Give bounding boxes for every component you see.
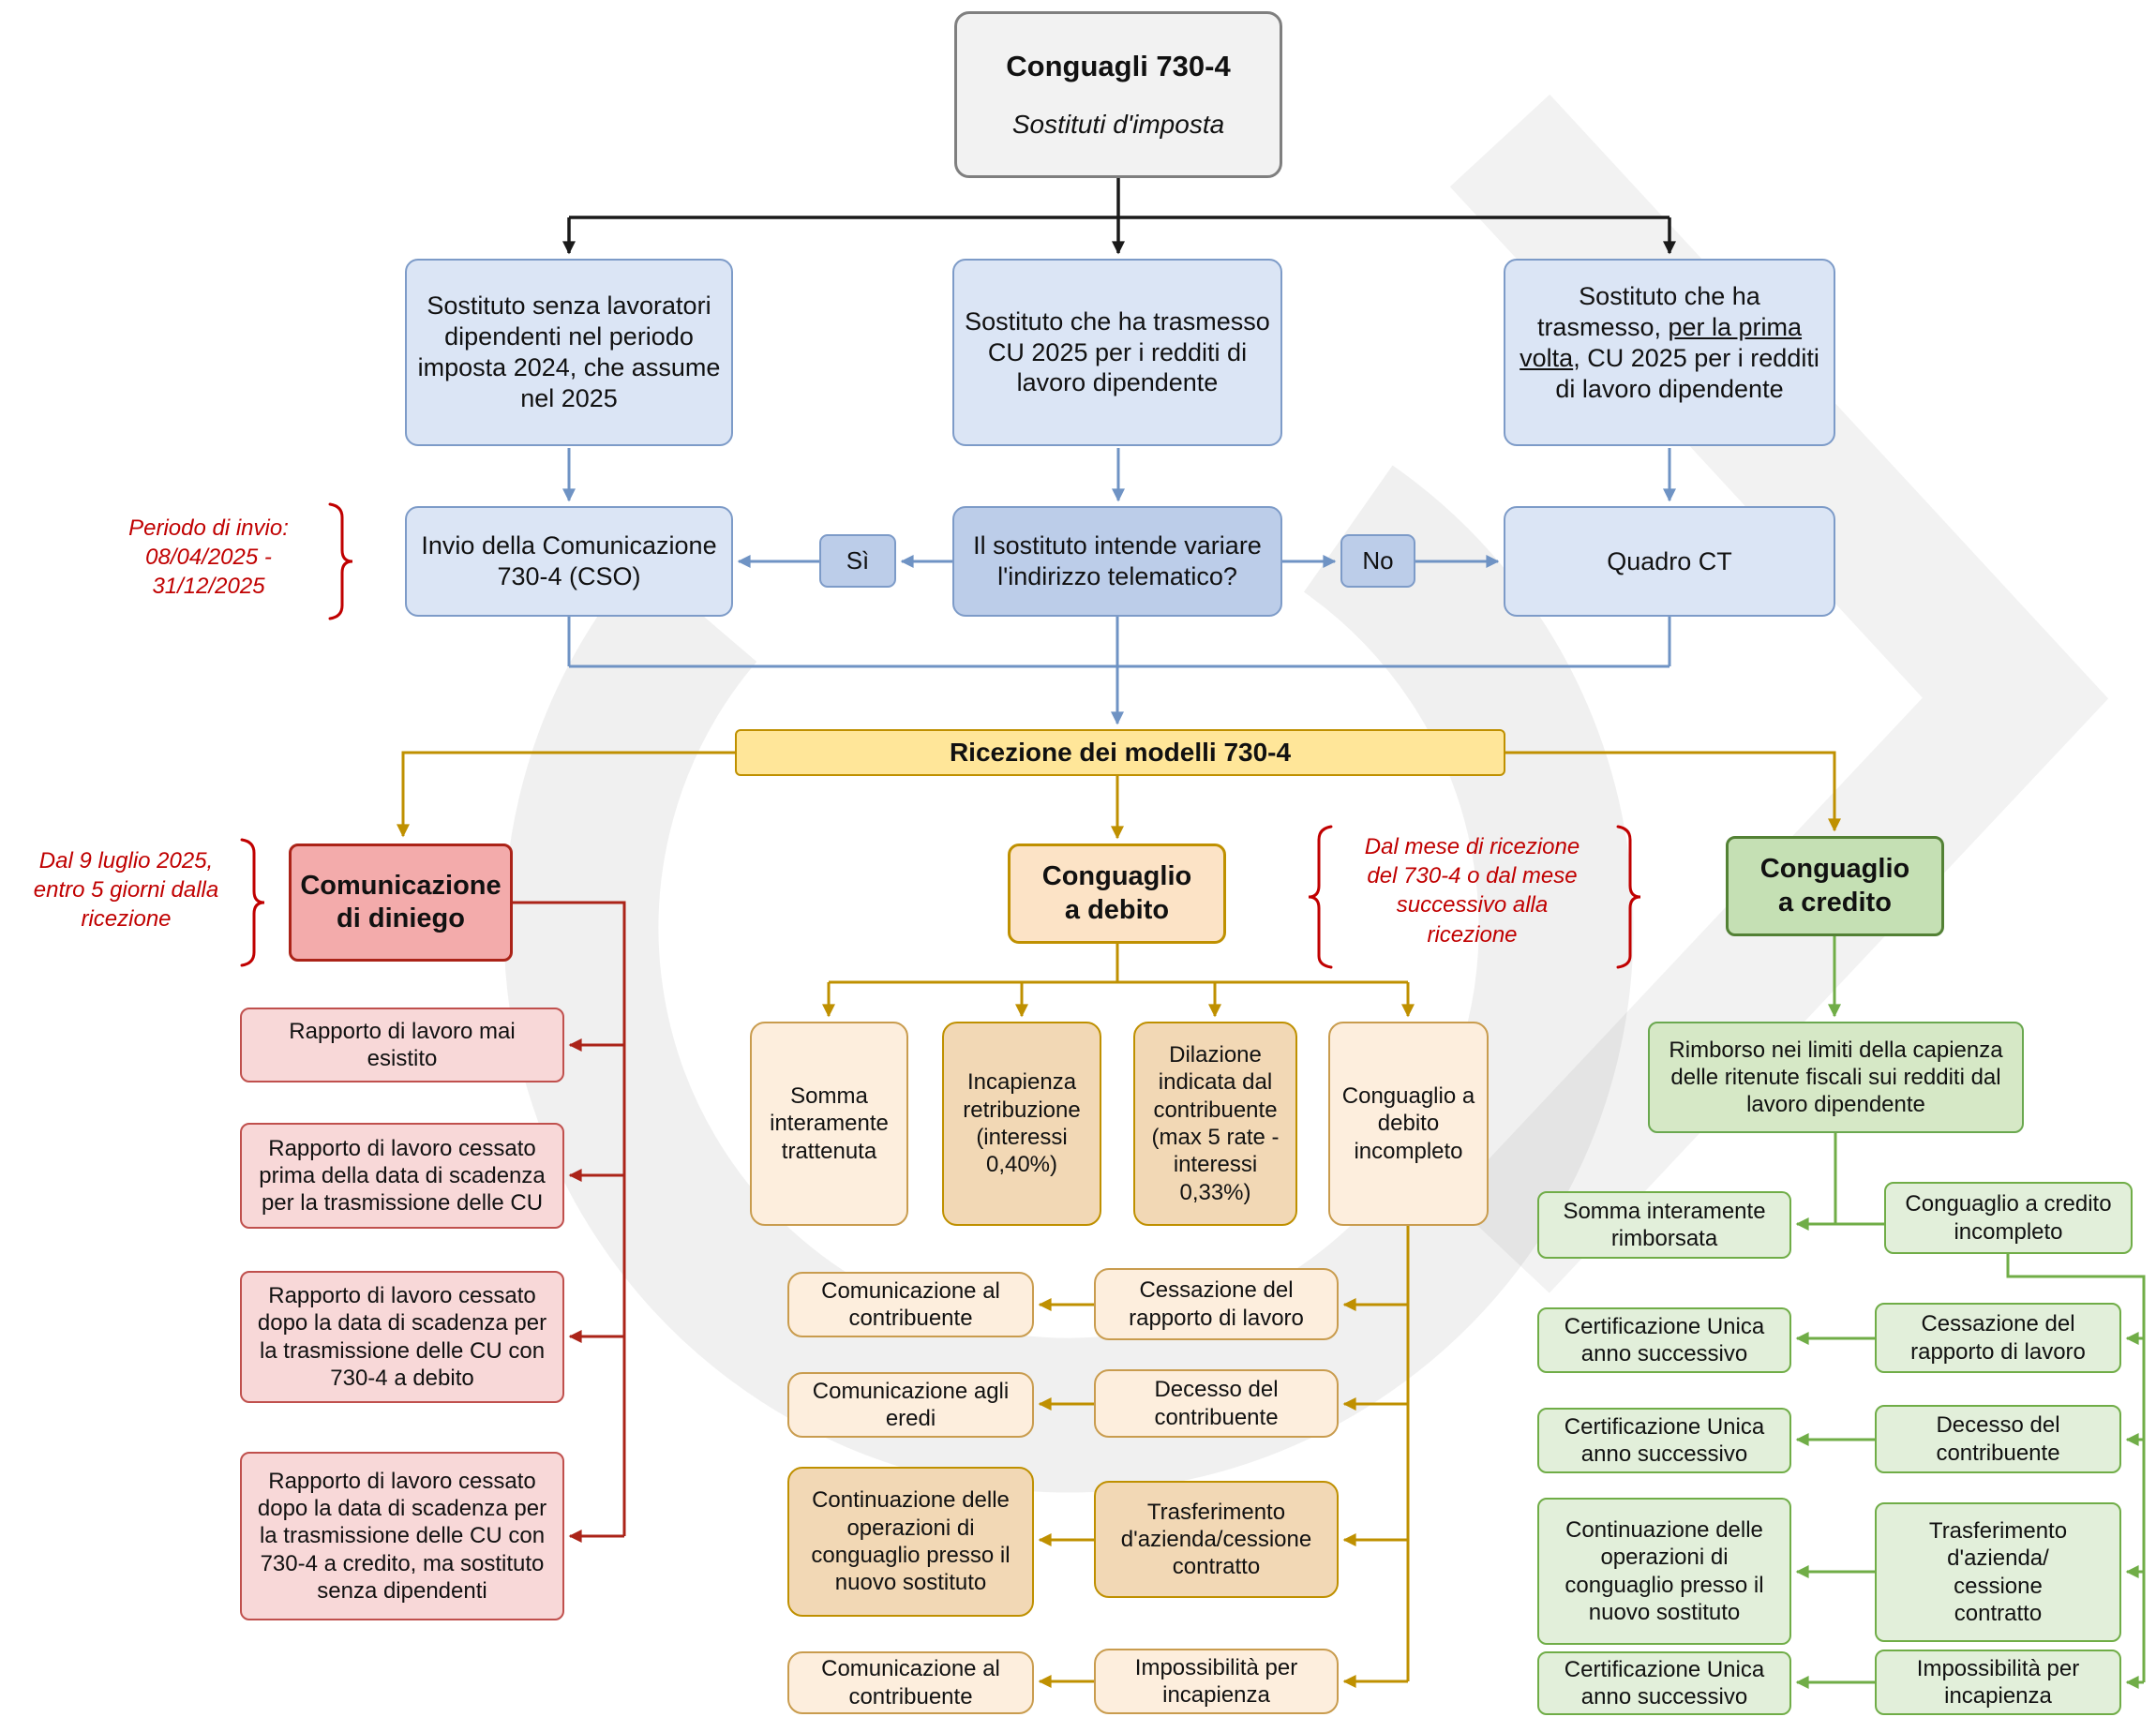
prima-volta-underlined: per la prima volta bbox=[1520, 312, 1803, 372]
diniego-item: Rapporto di lavoro mai esistito bbox=[240, 1008, 564, 1082]
debito-option: Conguaglio a debito incompleto bbox=[1328, 1022, 1489, 1226]
prima-volta-pre: Sostituto che ha trasmesso, bbox=[1536, 282, 1760, 341]
debito-option: Dilazione indicata dal contribuente (max… bbox=[1133, 1022, 1297, 1226]
debito-option: Incapienza retribuzione (interessi 0,40%… bbox=[942, 1022, 1101, 1226]
credito-action: Certificazione Unica anno successivo bbox=[1537, 1408, 1791, 1473]
title-subheading: Sostituti d'imposta bbox=[1011, 109, 1225, 139]
diniego-item: Rapporto di lavoro cessato dopo la data … bbox=[240, 1271, 564, 1403]
note-debito-termini: Dal mese di ricezione del 730-4 o dal me… bbox=[1364, 834, 1580, 948]
node-sostituto-trasmesso-cu: Sostituto che ha trasmesso CU 2025 per i… bbox=[952, 259, 1282, 446]
credito-action: Continuazione delle operazioni di congua… bbox=[1537, 1498, 1791, 1645]
diniego-item: Rapporto di lavoro cessato prima della d… bbox=[240, 1123, 564, 1229]
credito-action: Certificazione Unica anno successivo bbox=[1537, 1307, 1791, 1373]
debito-action: Comunicazione agli eredi bbox=[787, 1372, 1034, 1438]
periodo-brace bbox=[328, 502, 353, 620]
title-heading: Conguagli 730-4 bbox=[1006, 50, 1231, 83]
debito-option: Somma interamente trattenuta bbox=[750, 1022, 908, 1226]
node-question-indirizzo: Il sostituto intende variare l'indirizzo… bbox=[952, 506, 1282, 617]
node-rimborso-limiti: Rimborso nei limiti della capienza delle… bbox=[1648, 1022, 2024, 1133]
node-sostituto-senza-dipendenti: Sostituto senza lavoratori dipendenti ne… bbox=[405, 259, 733, 446]
green-connectors bbox=[1795, 936, 2146, 1689]
debito-cause: Trasferimento d'azienda/cessione contrat… bbox=[1094, 1481, 1339, 1598]
diniego-brace bbox=[240, 838, 265, 967]
red-connectors bbox=[513, 901, 626, 1543]
banner-ricezione: Ricezione dei modelli 730-4 bbox=[735, 729, 1505, 776]
credito-action: Certificazione Unica anno successivo bbox=[1537, 1651, 1791, 1715]
node-conguaglio-credito: Conguaglio a credito bbox=[1726, 836, 1944, 936]
label-si: Sì bbox=[819, 534, 896, 588]
credito-cause: Impossibilità per incapienza bbox=[1875, 1650, 2121, 1715]
node-conguaglio-debito: Conguaglio a debito bbox=[1008, 844, 1226, 944]
title-box: Conguagli 730-4 Sostituti d'imposta bbox=[954, 11, 1282, 178]
debito-action: Comunicazione al contribuente bbox=[787, 1272, 1034, 1337]
label-no: No bbox=[1340, 534, 1415, 588]
node-credito-incompleto: Conguaglio a credito incompleto bbox=[1884, 1182, 2133, 1254]
diniego-item: Rapporto di lavoro cessato dopo la data … bbox=[240, 1452, 564, 1620]
debito-action: Comunicazione al contribuente bbox=[787, 1651, 1034, 1714]
annotation-braces bbox=[240, 502, 1641, 969]
debito-brace-right bbox=[1616, 825, 1641, 969]
prima-volta-post: , CU 2025 per i redditi di lavoro dipend… bbox=[1555, 343, 1819, 403]
black-connectors bbox=[562, 178, 1676, 255]
gold-connectors bbox=[397, 751, 1841, 1688]
note-diniego-termini: Dal 9 luglio 2025, entro 5 giorni dalla … bbox=[33, 848, 219, 933]
debito-cause: Cessazione del rapporto di lavoro bbox=[1094, 1268, 1339, 1340]
credito-cause: Decesso del contribuente bbox=[1875, 1405, 2121, 1473]
note-periodo-invio: Periodo di invio: 08/04/2025 - 31/12/202… bbox=[128, 515, 289, 600]
debito-cause: Decesso del contribuente bbox=[1094, 1369, 1339, 1438]
credito-cause: Cessazione del rapporto di lavoro bbox=[1875, 1303, 2121, 1373]
node-somma-rimborsata: Somma interamente rimborsata bbox=[1537, 1191, 1791, 1259]
credito-cause: Trasferimento d'azienda/ cessione contra… bbox=[1875, 1502, 2121, 1642]
debito-brace-left bbox=[1308, 825, 1333, 969]
blue-connectors bbox=[562, 448, 1676, 725]
debito-action: Continuazione delle operazioni di congua… bbox=[787, 1467, 1034, 1617]
node-sostituto-prima-volta: Sostituto che ha trasmesso, per la prima… bbox=[1504, 259, 1835, 446]
debito-cause: Impossibilità per incapienza bbox=[1094, 1649, 1339, 1714]
node-invio-comunicazione: Invio della Comunicazione 730-4 (CSO) bbox=[405, 506, 733, 617]
node-quadro-ct: Quadro CT bbox=[1504, 506, 1835, 617]
node-comunicazione-diniego: Comunicazione di diniego bbox=[289, 844, 513, 962]
